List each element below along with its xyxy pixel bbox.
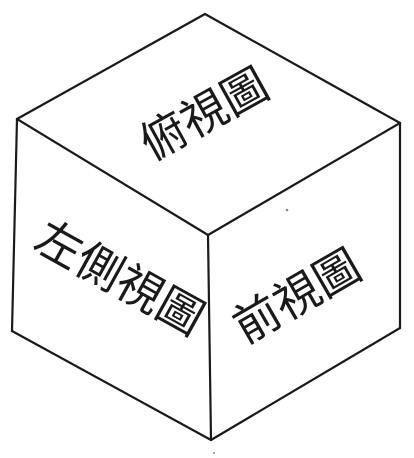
edge-bottom-left <box>10 329 213 442</box>
cube-edges <box>10 12 402 442</box>
scan-speck <box>213 452 215 454</box>
top-face <box>17 14 400 235</box>
edge-top-front-left <box>15 117 210 237</box>
edge-center-vertical <box>206 233 213 442</box>
left-face <box>12 119 211 440</box>
edge-top-back-left <box>15 12 207 121</box>
right-face <box>208 123 400 440</box>
scan-speck <box>285 208 289 212</box>
edge-bottom-right <box>209 326 402 442</box>
edge-top-back-right <box>203 12 402 125</box>
edge-top-front-right <box>206 121 402 237</box>
edge-left-vertical <box>10 117 19 333</box>
